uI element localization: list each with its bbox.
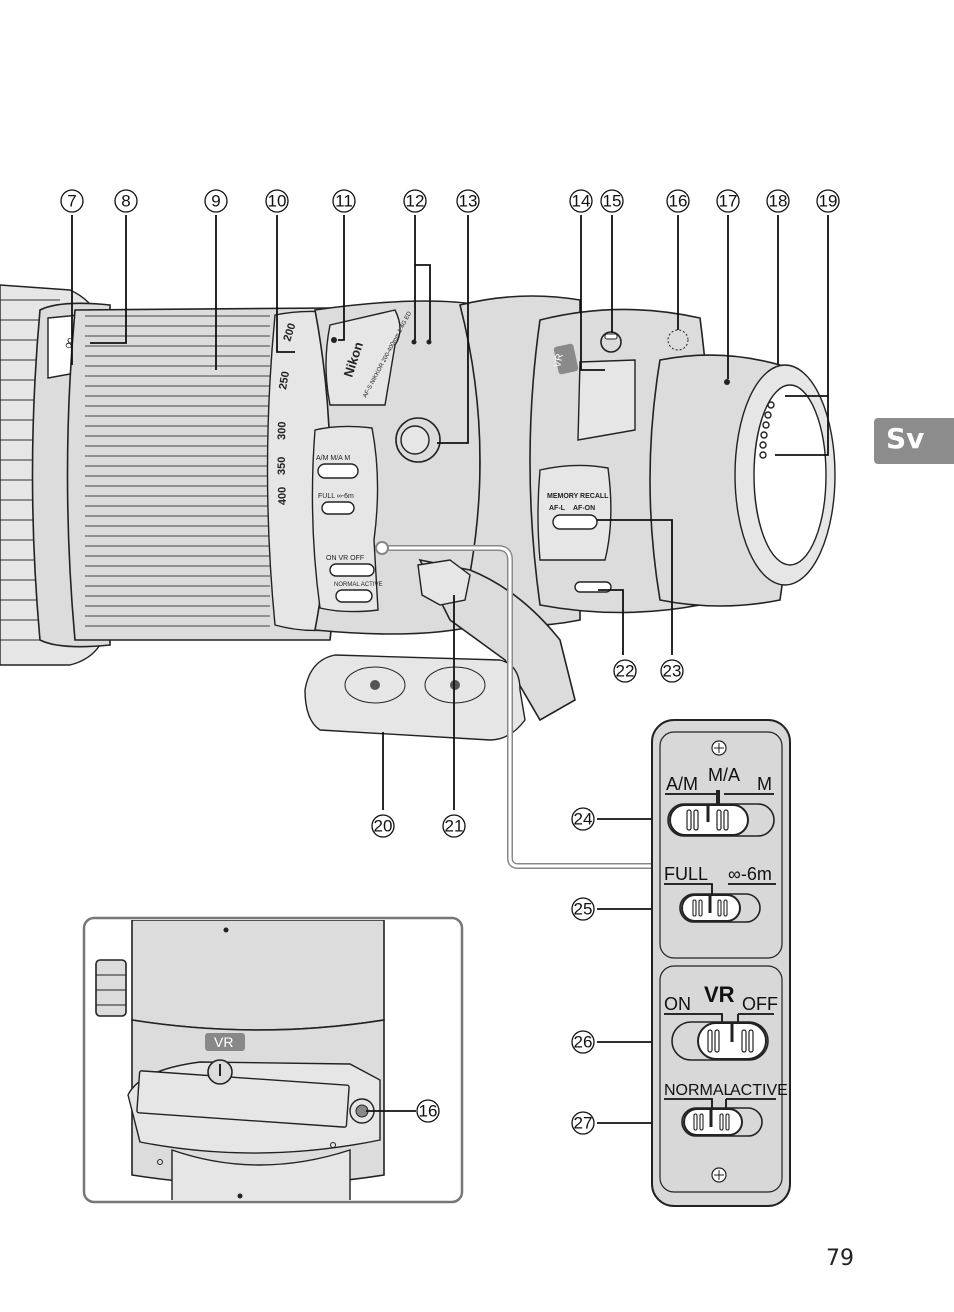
- inset-detail: VR 16: [82, 916, 464, 1204]
- callouts-bottom: 20 21 22 23: [371, 659, 684, 838]
- tripod-foot-plate: [304, 654, 526, 741]
- svg-text:17: 17: [719, 192, 738, 211]
- inset-callout-16: 16: [416, 1099, 440, 1123]
- svg-text:12: 12: [406, 192, 425, 211]
- focal-length-scale: 200 250 300 350 400: [276, 322, 299, 506]
- vr-mode-option-normal: NORMAL: [664, 1082, 733, 1099]
- foot-strap-eyelet: [417, 559, 471, 606]
- focal-mark-400: 400: [276, 487, 289, 506]
- callouts-top: 7 8 9 10 11 12 13 14 15 16 17 18 19: [60, 189, 840, 213]
- svg-text:23: 23: [663, 662, 682, 681]
- callout-18: 18: [766, 189, 790, 213]
- vr-option-on: ON: [664, 994, 691, 1014]
- hidden-button-outline: [667, 329, 689, 351]
- svg-text:19: 19: [819, 192, 838, 211]
- svg-text:10: 10: [268, 192, 287, 211]
- svg-text:14: 14: [572, 192, 591, 211]
- focal-mark-250: 250: [277, 370, 292, 390]
- callout-14: 14: [569, 189, 593, 213]
- callout-26: 26: [571, 1030, 595, 1054]
- vr-mode-slider[interactable]: [683, 1108, 743, 1136]
- inset-vr-badge: [205, 1033, 245, 1051]
- callout-24: 24: [571, 807, 595, 831]
- mounting-index: [724, 379, 730, 385]
- callout-21: 21: [442, 814, 466, 838]
- svg-text:7: 7: [67, 192, 76, 211]
- svg-text:21: 21: [445, 817, 464, 836]
- svg-text:13: 13: [459, 192, 478, 211]
- vr-window: [577, 359, 636, 441]
- svg-text:FULL ∞-6m: FULL ∞-6m: [318, 493, 354, 500]
- cpu-contacts: [759, 401, 775, 459]
- callout-11: 11: [332, 189, 356, 213]
- screw-icon: [711, 740, 727, 756]
- callout-20: 20: [371, 814, 395, 838]
- svg-text:16: 16: [669, 192, 688, 211]
- svg-text:ON VR OFF: ON VR OFF: [326, 555, 364, 562]
- callout-27: 27: [571, 1111, 595, 1135]
- callout-7: 7: [60, 189, 84, 213]
- svg-text:22: 22: [616, 662, 635, 681]
- vr-badge: [553, 343, 579, 375]
- switch-panel-enlarged: A/M M/A M FULL ∞-6m VR ON OFF: [651, 719, 791, 1207]
- svg-text:A/M M/A M: A/M M/A M: [316, 455, 350, 462]
- inset-vr-badge-label: VR: [214, 1034, 233, 1050]
- memory-recall-afl: AF-L: [549, 505, 566, 512]
- focus-mode-option-m: M: [757, 774, 772, 794]
- memory-recall-panel: [537, 464, 612, 561]
- mount-index-dot: [331, 337, 337, 343]
- focus-limit-option-full: FULL: [664, 864, 708, 884]
- focal-mark-200: 200: [281, 322, 298, 343]
- lens-switch-mini: A/M M/A M FULL ∞-6m ON VR OFF NORMAL ACT…: [316, 455, 382, 603]
- svg-text:16: 16: [419, 1102, 438, 1121]
- callout-15: 15: [600, 189, 624, 213]
- callout-23: 23: [660, 659, 684, 683]
- vr-mode-option-active: ACTIVE: [730, 1082, 788, 1099]
- tripod-alignment-dot-b: [426, 339, 432, 345]
- focus-mode-option-am: A/M: [666, 774, 698, 794]
- page-number: 79: [826, 1246, 854, 1271]
- vr-title: VR: [704, 982, 735, 1007]
- svg-text:20: 20: [374, 817, 393, 836]
- svg-text:8: 8: [121, 192, 130, 211]
- vr-option-off: OFF: [742, 994, 778, 1014]
- focus-limit-option-6m: ∞-6m: [728, 864, 772, 884]
- svg-text:26: 26: [574, 1033, 593, 1052]
- memory-recall-afon: AF-ON: [573, 505, 595, 512]
- svg-text:9: 9: [211, 192, 220, 211]
- callout-10: 10: [265, 189, 289, 213]
- screw-icon: [711, 1167, 727, 1183]
- callout-12: 12: [403, 189, 427, 213]
- callout-8: 8: [114, 189, 138, 213]
- focal-mark-350: 350: [276, 457, 288, 475]
- focal-mark-300: 300: [276, 421, 289, 440]
- callout-25: 25: [571, 897, 595, 921]
- svg-text:18: 18: [769, 192, 788, 211]
- callout-17: 17: [716, 189, 740, 213]
- leader-lines: [71, 215, 829, 1124]
- memory-recall-label: MEMORY RECALL: [547, 493, 609, 500]
- svg-text:24: 24: [574, 810, 593, 829]
- svg-text:NORMAL ACTIVE: NORMAL ACTIVE: [334, 582, 382, 588]
- tripod-alignment-dot-a: [411, 339, 417, 345]
- language-tab-label: Sv: [886, 422, 925, 455]
- focus-mode-option-ma: M/A: [708, 765, 740, 785]
- svg-text:11: 11: [335, 192, 353, 211]
- svg-text:25: 25: [574, 900, 593, 919]
- callout-19: 19: [816, 189, 840, 213]
- callouts-panel: 24 25 26 27: [571, 807, 595, 1135]
- svg-text:27: 27: [574, 1114, 593, 1133]
- callout-22: 22: [613, 659, 637, 683]
- svg-text:15: 15: [603, 192, 622, 211]
- zoom-ring-ribs: [85, 315, 270, 627]
- vr-badge-label: VR: [552, 353, 566, 369]
- callout-13: 13: [456, 189, 480, 213]
- callout-9: 9: [204, 189, 228, 213]
- language-tab: Sv: [874, 418, 954, 464]
- callout-16: 16: [666, 189, 690, 213]
- lens-body: ∞ 200 250 300 350 400 Nikon AF-S NIKKOR …: [0, 284, 836, 741]
